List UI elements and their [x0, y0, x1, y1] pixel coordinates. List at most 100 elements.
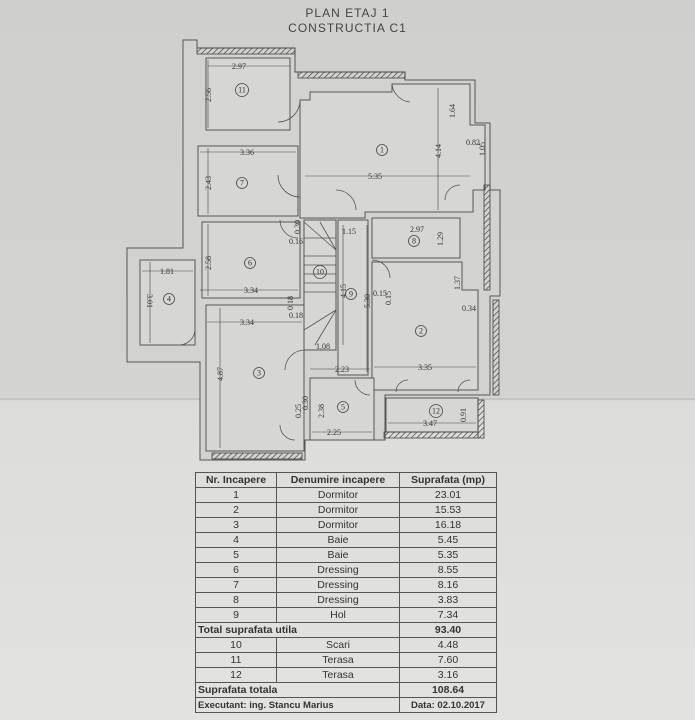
room-number: 3 — [257, 369, 261, 378]
dimension-label: 1.29 — [436, 232, 445, 246]
dimension-label: 1.81 — [160, 267, 174, 276]
dimension-label: 0.82 — [466, 138, 480, 147]
dimension-label: 1.15 — [342, 227, 356, 236]
doors — [179, 83, 471, 441]
room-name-cell: Terasa — [276, 667, 400, 683]
room-area-cell: 3.16 — [399, 667, 497, 683]
room-name-cell: Dressing — [276, 592, 400, 608]
room-number: 7 — [240, 179, 244, 188]
executant: Executant: ing. Stancu Marius — [195, 697, 400, 713]
room-number: 6 — [248, 259, 252, 268]
room-number: 5 — [341, 403, 345, 412]
dimension-label: 2.97 — [410, 225, 424, 234]
room-area-cell: 8.55 — [399, 562, 497, 578]
room-number: 11 — [238, 86, 246, 95]
room-number-cell: 10 — [195, 637, 277, 653]
dimension-label: 0.34 — [462, 304, 476, 313]
room-area-cell: 5.45 — [399, 532, 497, 548]
room-number-cell: 4 — [195, 532, 277, 548]
room-area-cell: 23.01 — [399, 487, 497, 503]
room-number-cell: 7 — [195, 577, 277, 593]
dimension-label: 2.43 — [204, 176, 213, 190]
plan-title: PLAN ETAJ 1 — [305, 6, 390, 20]
room-name-cell: Hol — [276, 607, 400, 623]
room-number: 4 — [167, 295, 171, 304]
dimension-label: 3.35 — [418, 363, 432, 372]
date: Data: 02.10.2017 — [399, 697, 497, 713]
room-name-cell: Dressing — [276, 577, 400, 593]
room-area-cell: 15.53 — [399, 502, 497, 518]
dimension-label: 0.18 — [289, 311, 303, 320]
hatched-walls — [196, 47, 500, 460]
dimension-label: 2.56 — [204, 88, 213, 102]
dimension-label: 0.15 — [384, 291, 393, 305]
room-name-cell: Dormitor — [276, 487, 400, 503]
walls — [126, 39, 501, 461]
subtotal-value: 93.40 — [399, 622, 497, 638]
room-number-cell: 9 — [195, 607, 277, 623]
floor-plan: 1 2 3 4 5 6 7 8 9 10 11 12 2.97 2.56 3.3… — [126, 39, 501, 461]
room-area-cell: 4.48 — [399, 637, 497, 653]
column-header-name: Denumire incapere — [276, 472, 400, 488]
dimensions: 2.97 2.56 3.36 2.43 5.35 4.14 1.64 0.82 … — [145, 62, 487, 437]
room-number-cell: 6 — [195, 562, 277, 578]
room-numbers: 1 2 3 4 5 6 7 8 9 10 11 12 — [167, 86, 440, 416]
dimension-label: 3.01 — [145, 294, 154, 308]
subtotal-row: Total suprafata utila 93.40 — [195, 622, 497, 638]
room-number-cell: 5 — [195, 547, 277, 563]
dimension-label: 2.23 — [335, 365, 349, 374]
room-name-cell: Baie — [276, 547, 400, 563]
dimension-label: 1.64 — [448, 104, 457, 118]
room-number: 9 — [349, 290, 353, 299]
room-number: 12 — [432, 407, 440, 416]
dimension-label: 0.91 — [459, 408, 468, 422]
room-name-cell: Dormitor — [276, 517, 400, 533]
room-number-cell: 1 — [195, 487, 277, 503]
dimension-lines — [142, 60, 476, 448]
column-header-nr: Nr. Incapere — [195, 472, 277, 488]
total-value: 108.64 — [399, 682, 497, 698]
stairs — [303, 221, 337, 346]
room-number-cell: 3 — [195, 517, 277, 533]
room-number-cell: 2 — [195, 502, 277, 518]
dimension-label: 0.30 — [293, 220, 302, 234]
room-name-cell: Baie — [276, 532, 400, 548]
room-area-cell: 7.60 — [399, 652, 497, 668]
dimension-label: 0.30 — [301, 396, 310, 410]
dimension-label: 4.14 — [434, 144, 443, 158]
dimension-label: 1.37 — [453, 276, 462, 290]
dimension-label: 3.36 — [240, 148, 254, 157]
dimension-label: 5.35 — [368, 172, 382, 181]
room-area-cell: 8.16 — [399, 577, 497, 593]
dimension-label: 3.47 — [423, 419, 437, 428]
dimension-label: 4.87 — [216, 367, 225, 381]
total-row: Suprafata totala 108.64 — [195, 682, 497, 698]
dimension-label: 0.15 — [373, 289, 387, 298]
room-area-cell: 16.18 — [399, 517, 497, 533]
dimension-label: 1.05 — [478, 142, 487, 156]
room-name-cell: Dormitor — [276, 502, 400, 518]
dimension-label: 2.38 — [317, 404, 326, 418]
subtotal-label: Total suprafata utila — [195, 622, 400, 638]
room-number: 10 — [316, 268, 324, 277]
dimension-label: 0.16 — [289, 237, 303, 246]
dimension-label: 0.25 — [294, 404, 303, 418]
dimension-label: 2.97 — [232, 62, 246, 71]
dimension-label: 2.58 — [204, 256, 213, 270]
dimension-label: 2.25 — [327, 428, 341, 437]
total-label: Suprafata totala — [195, 682, 400, 698]
table-header: Nr. Incapere Denumire incapere Suprafata… — [195, 472, 497, 488]
room-number-cell: 8 — [195, 592, 277, 608]
room-name-cell: Dressing — [276, 562, 400, 578]
